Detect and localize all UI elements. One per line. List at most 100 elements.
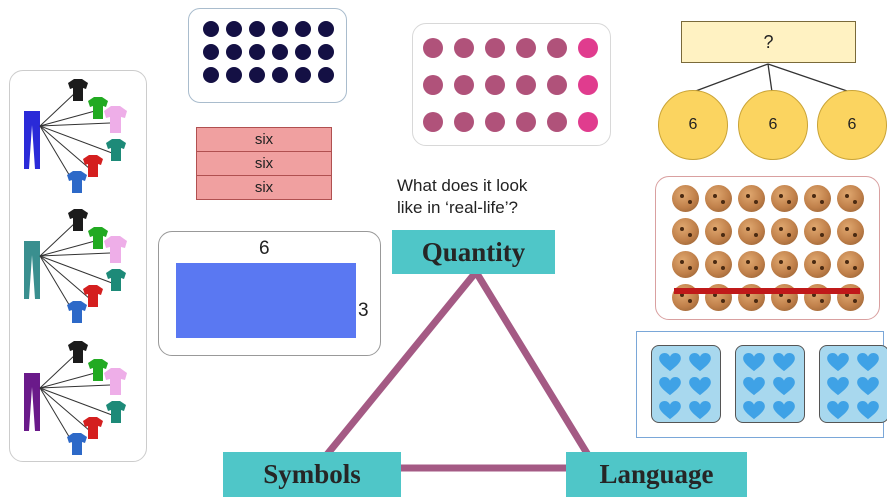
heart-icon [689,353,711,372]
dot [272,67,288,83]
heart-icon [659,377,681,396]
heart-icon [827,353,849,372]
pants-teal-icon [24,241,40,299]
cookie-row-strike [674,288,860,294]
pants-purple-icon [24,373,40,431]
dot [423,38,443,58]
heart-icon [857,401,879,420]
muffin-tray [735,345,805,423]
dot [516,112,536,132]
cookie-icon [771,251,798,278]
dot [318,44,334,60]
dot [203,21,219,37]
cookie-icon [672,251,699,278]
dot [249,67,265,83]
bar-model-whole: ? [681,21,856,63]
dot [485,112,505,132]
dot [203,44,219,60]
heart-icon [827,401,849,420]
dot [226,44,242,60]
cookie-icon [705,251,732,278]
heart-icon [689,401,711,420]
dot [454,38,474,58]
dot [318,67,334,83]
dot [578,75,598,95]
symbols-label: Symbols [223,452,401,497]
clothing-combinations-icon [24,79,127,455]
bar-model-part-circle: 6 [817,90,887,160]
shirt-black-icon [68,79,88,101]
dot [423,112,443,132]
bar-model-part-circle: 6 [738,90,808,160]
dot [272,21,288,37]
cookie-icon [738,185,765,212]
dot [295,44,311,60]
pink-dot-array [423,38,598,132]
cookie-icon [804,218,831,245]
question-line-2: like in ‘real-life’? [397,198,518,217]
cookie-icon [672,185,699,212]
dot [226,67,242,83]
cookie-icon [804,185,831,212]
dot [578,112,598,132]
heart-icon [773,353,795,372]
cookie-icon [705,185,732,212]
cookie-icon [837,218,864,245]
clothing-combinations-card [9,70,147,462]
area-top-label: 6 [259,238,270,259]
area-model-card: 6 3 [158,231,381,356]
heart-icon [857,377,879,396]
shirt-red-icon [83,155,103,177]
muffin-trays-card [636,331,887,438]
word-strip: six [196,151,332,176]
cookie-icon [837,251,864,278]
dot [547,75,567,95]
dot [295,67,311,83]
bar-model-whole-label: ? [763,31,774,52]
bar-model-part-circle: 6 [658,90,728,160]
heart-icon [773,377,795,396]
word-strip: six [196,175,332,200]
dot [516,75,536,95]
cookie-icon [804,251,831,278]
dot [272,44,288,60]
heart-icon [659,353,681,372]
quantity-label: Quantity [392,230,555,274]
cookie-icon [837,185,864,212]
dot [423,75,443,95]
heart-icon [743,401,765,420]
dot [485,38,505,58]
cookie-icon [672,218,699,245]
cookie-icon [771,218,798,245]
dot [485,75,505,95]
dot [226,21,242,37]
question-line-1: What does it look [397,176,528,195]
heart-icon [857,353,879,372]
navy-dot-array [203,21,334,83]
dot [454,75,474,95]
cookie-icon [738,218,765,245]
dot [249,44,265,60]
area-rectangle [176,263,356,338]
dot [454,112,474,132]
shirt-pink-icon [104,106,127,133]
navy-dot-array-card [188,8,347,103]
cookie-icon [771,185,798,212]
pants-blue-icon [24,111,40,169]
cookie-icon [705,218,732,245]
heart-icon [773,401,795,420]
dot [203,67,219,83]
language-label: Language [566,452,747,497]
heart-icon [659,401,681,420]
dot [547,38,567,58]
dot [547,112,567,132]
muffin-tray [651,345,721,423]
cookie-icon [738,251,765,278]
dot [249,21,265,37]
cookie-array-card [655,176,880,320]
heart-icon [689,377,711,396]
dot [516,38,536,58]
shirt-blue-icon [67,171,87,193]
pink-dot-array-card [412,23,611,146]
dot [318,21,334,37]
